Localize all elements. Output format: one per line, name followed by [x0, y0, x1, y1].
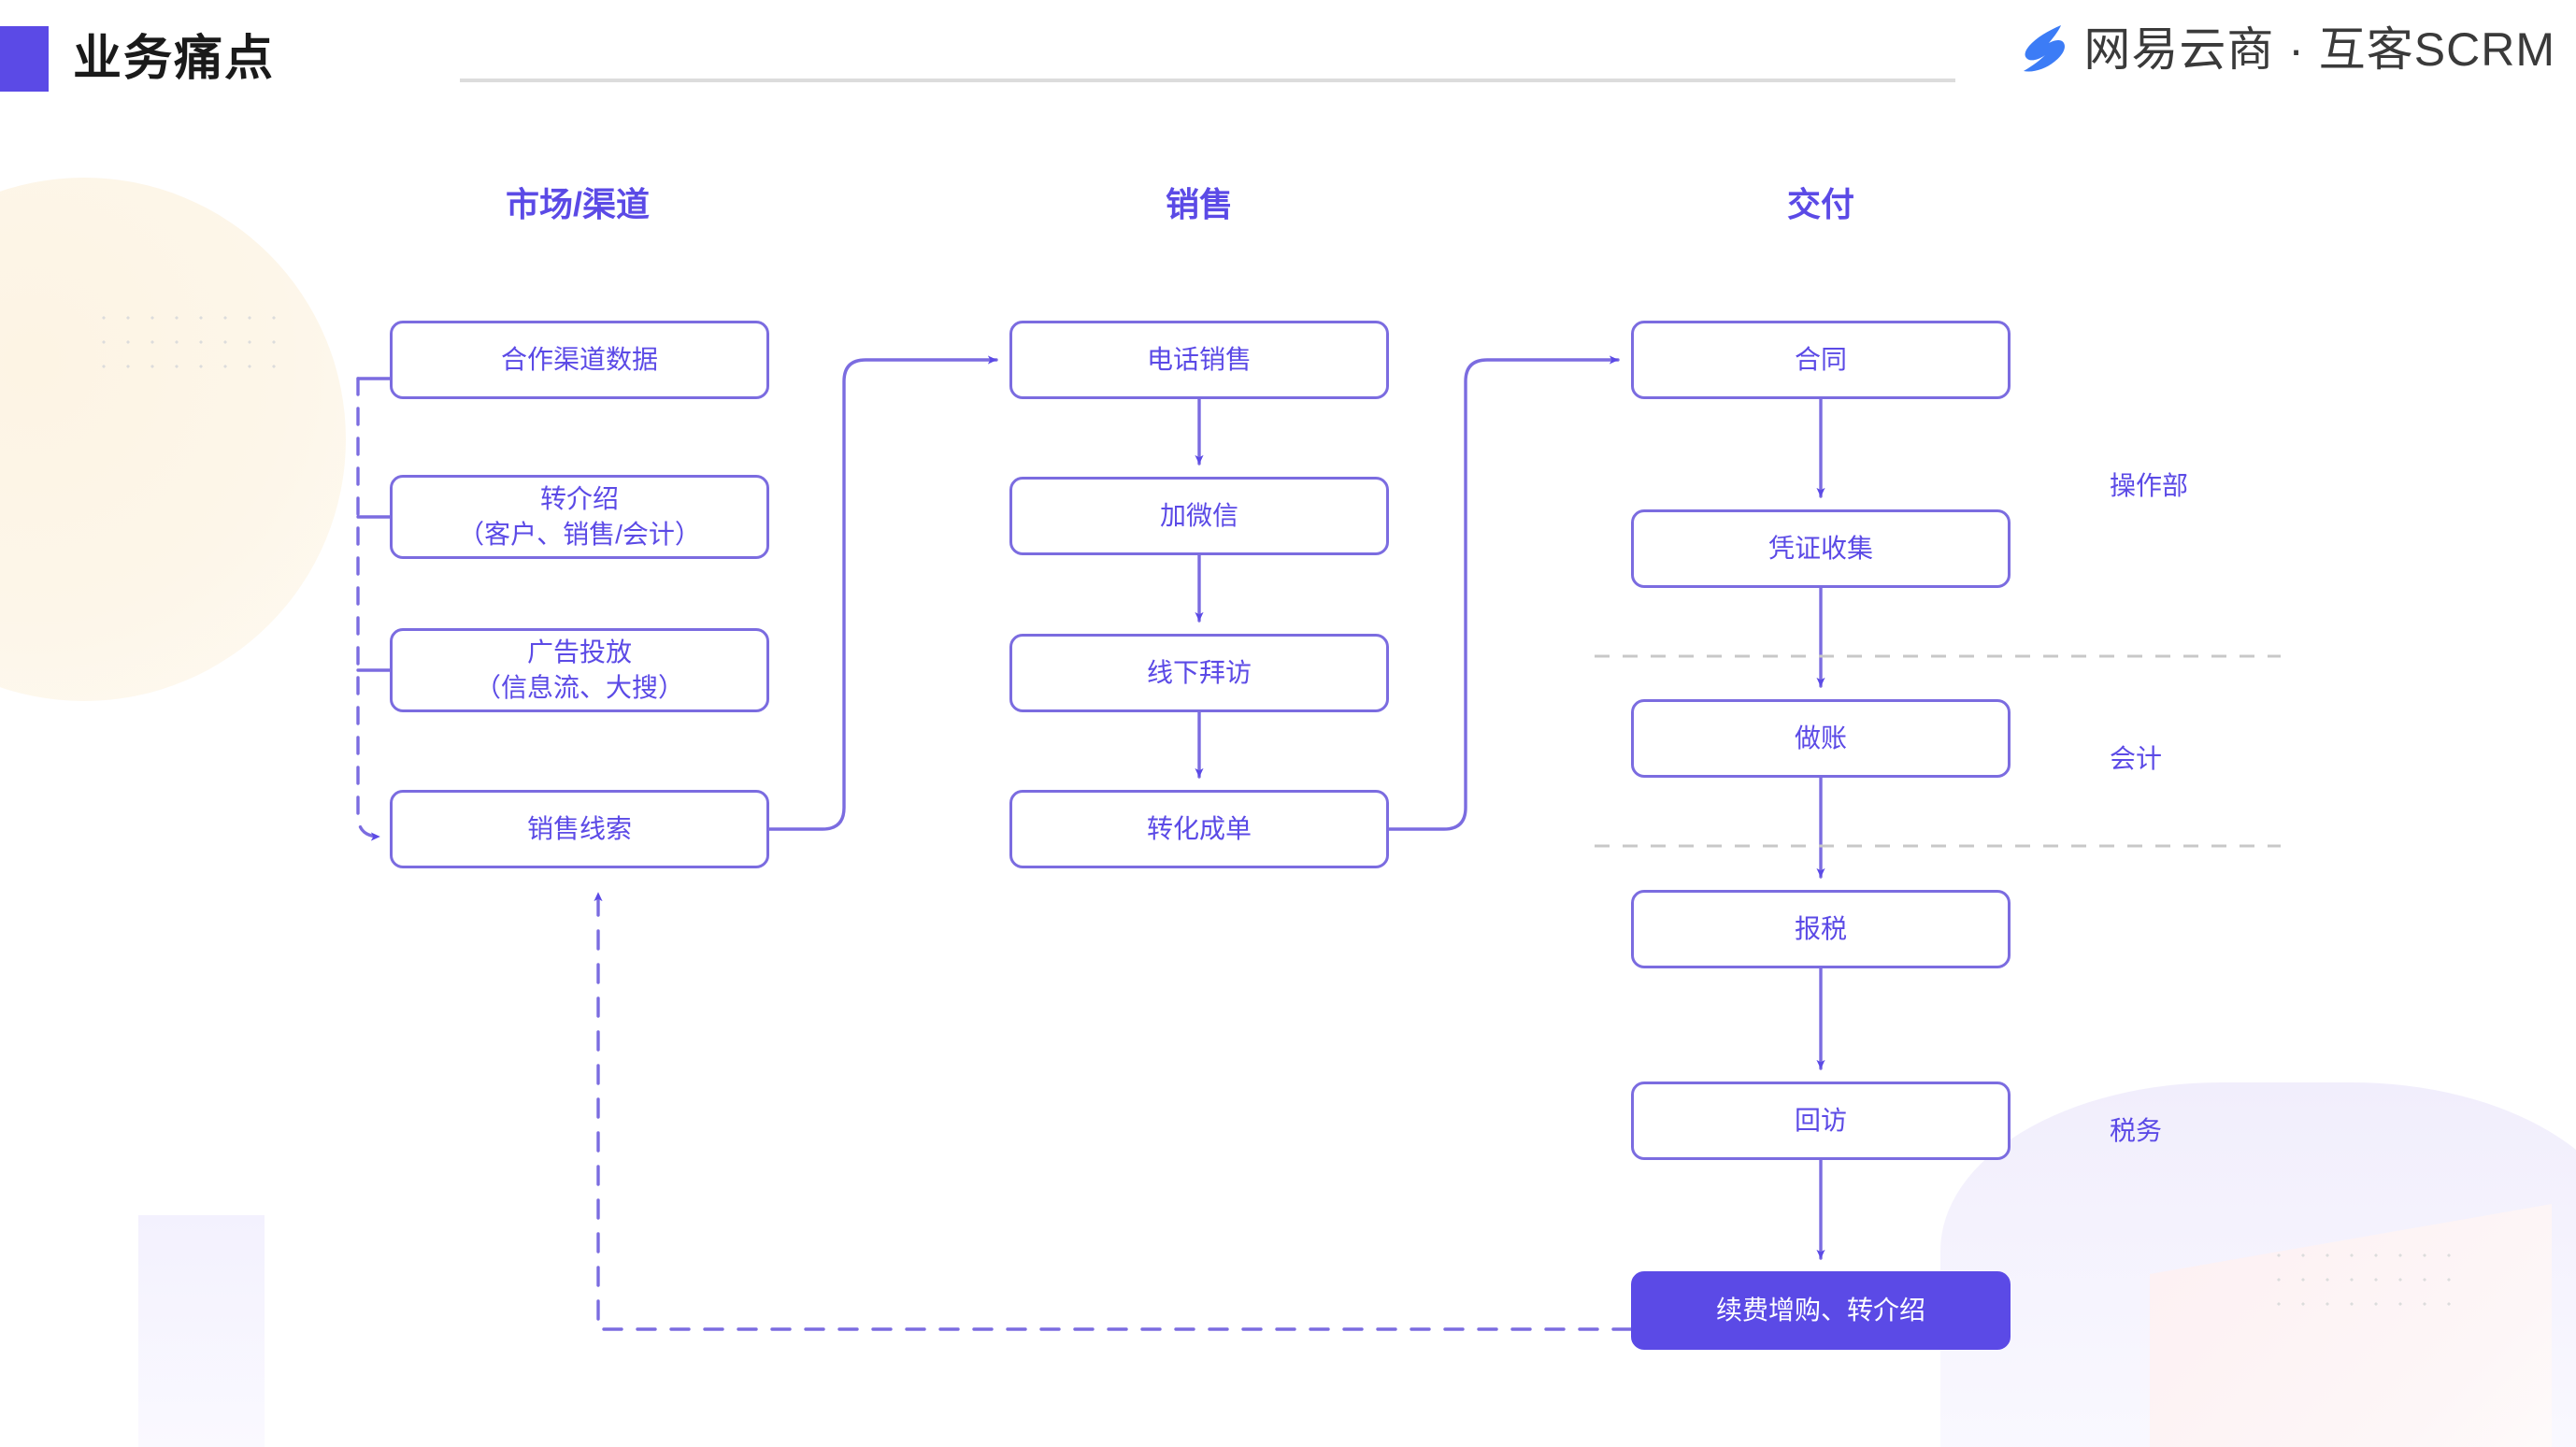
department-label-taxation: 税务 — [2110, 1116, 2163, 1145]
node-convert-to-order[interactable]: 转化成单 — [1009, 790, 1389, 868]
node-ad-placement[interactable]: 广告投放 （信息流、大搜） — [390, 628, 769, 712]
node-follow-up[interactable]: 回访 — [1631, 1082, 2011, 1160]
department-label-accounting: 会计 — [2110, 744, 2163, 773]
column-heading-market: 市场/渠道 — [505, 185, 651, 223]
node-add-wechat[interactable]: 加微信 — [1009, 477, 1389, 555]
column-heading-sales: 销售 — [1165, 185, 1234, 223]
node-renew-referral[interactable]: 续费增购、转介绍 — [1631, 1271, 2011, 1350]
column-heading-delivery: 交付 — [1786, 185, 1855, 223]
node-tax-filing[interactable]: 报税 — [1631, 890, 2011, 968]
netease-swoosh-icon — [2024, 25, 2066, 72]
wire-renew-feedback-to-sales-lead — [594, 891, 1633, 1331]
node-partner-channel-data[interactable]: 合作渠道数据 — [390, 321, 769, 399]
node-phone-sales[interactable]: 电话销售 — [1009, 321, 1389, 399]
department-label-operations: 操作部 — [2110, 471, 2189, 500]
brand-name: 网易云商 · 互客SCRM — [2083, 23, 2555, 76]
title-marker — [0, 26, 49, 92]
node-sales-lead[interactable]: 销售线索 — [390, 790, 769, 868]
wire-convert-to-contract — [1387, 355, 1620, 831]
brand-logo: 网易云商 · 互客SCRM — [2020, 22, 2555, 77]
wire-sales-lead-to-phone-sales — [767, 355, 998, 831]
header-divider-rule — [460, 79, 1955, 82]
node-voucher-collect[interactable]: 凭证收集 — [1631, 509, 2011, 588]
page-title: 业务痛点 — [73, 32, 276, 86]
wire-sources-trunk — [356, 377, 381, 841]
node-offline-visit[interactable]: 线下拜访 — [1009, 634, 1389, 712]
node-bookkeeping[interactable]: 做账 — [1631, 699, 2011, 778]
node-contract[interactable]: 合同 — [1631, 321, 2011, 399]
node-referral[interactable]: 转介绍 （客户、销售/会计） — [390, 475, 769, 559]
